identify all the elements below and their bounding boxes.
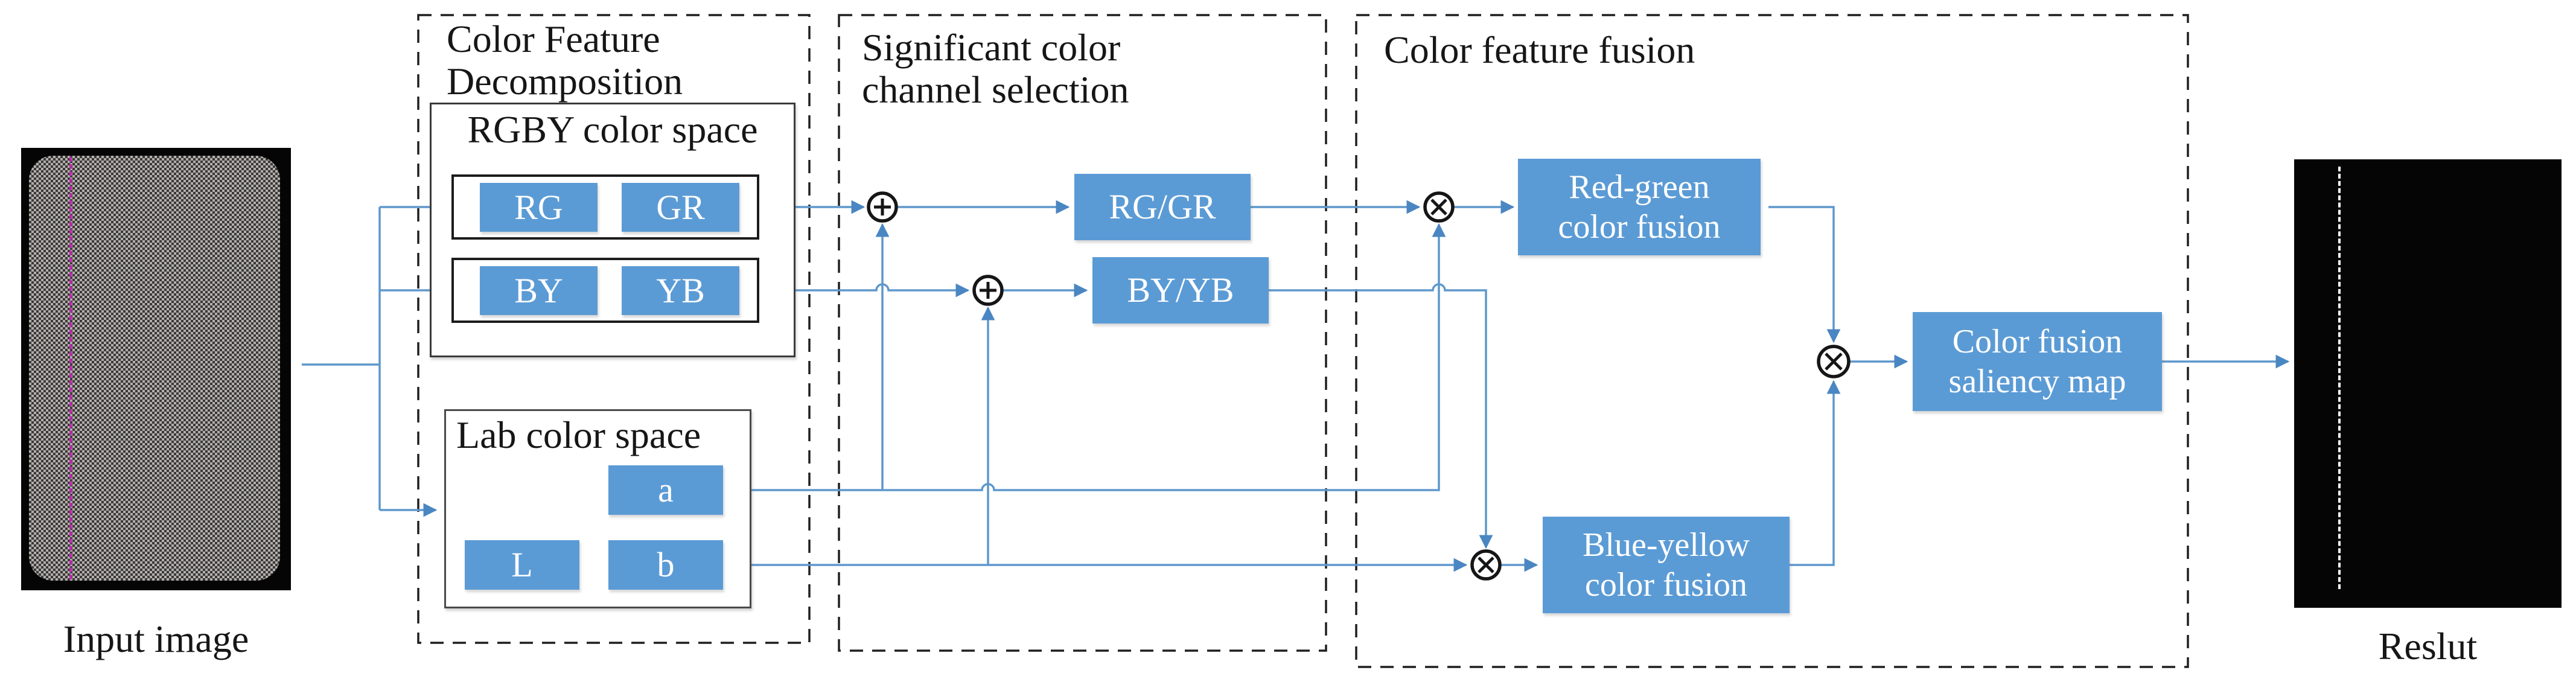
channel-box-b-label: b	[657, 545, 675, 584]
circled-times-icon-blueyellow	[1470, 549, 1502, 581]
magenta-defect-line	[69, 157, 72, 579]
blue-yellow-fusion-line1: Blue-yellow	[1583, 526, 1750, 564]
blue-yellow-fusion-line2: color fusion	[1584, 566, 1748, 604]
channel-box-by: BY	[480, 266, 598, 315]
decomposition-stage-border	[417, 14, 811, 644]
selection-title-line1: Significant color	[862, 26, 1121, 69]
circled-times-icon-final	[1817, 345, 1851, 378]
fusion-stage-border	[1355, 14, 2189, 668]
channel-box-rg-label: RG	[514, 187, 563, 227]
selected-channel-rggr-label: RG/GR	[1109, 187, 1216, 226]
input-image-texture	[29, 156, 280, 581]
channel-box-a-label: a	[658, 470, 674, 509]
selection-title-line2: channel selection	[862, 68, 1129, 111]
channel-box-gr-label: GR	[656, 187, 705, 227]
saliency-map-line1: Color fusion	[1952, 323, 2123, 360]
selected-channel-byyb-label: BY/YB	[1127, 270, 1234, 310]
decomposition-title-line1: Color Feature	[447, 18, 660, 60]
wire-redgreen-to-final-product	[1768, 206, 1841, 343]
channel-box-yb-label: YB	[656, 270, 705, 310]
selected-channel-box-byyb: BY/YB	[1092, 257, 1269, 324]
channel-box-a: a	[608, 465, 723, 515]
wire-a-channel	[723, 223, 1446, 491]
wire-byyb-to-product	[1269, 283, 1493, 549]
result-image-caption: Reslut	[2378, 625, 2478, 668]
blue-yellow-fusion-box: Blue-yellow color fusion	[1543, 517, 1790, 613]
fusion-stage-title: Color feature fusion	[1384, 28, 1695, 71]
channel-box-rg: RG	[480, 183, 598, 232]
red-green-fusion-line2: color fusion	[1558, 208, 1721, 246]
input-image-caption: Input image	[63, 617, 249, 660]
channel-box-l-label: L	[511, 545, 533, 584]
channel-box-by-label: BY	[514, 270, 563, 310]
saliency-map-box: Color fusion saliency map	[1913, 312, 2162, 411]
input-image-figure	[21, 148, 291, 590]
decomposition-title-line2: Decomposition	[447, 60, 683, 103]
saliency-map-line2: saliency map	[1948, 363, 2126, 400]
selected-channel-box-rggr: RG/GR	[1074, 174, 1251, 240]
wire-blueyellow-to-final-product	[1790, 380, 1841, 566]
rgby-panel-title: RGBY color space	[467, 108, 758, 151]
selection-stage-title: Significant color channel selection	[862, 27, 1129, 111]
circled-plus-icon-by	[972, 275, 1004, 306]
red-green-fusion-box: Red-green color fusion	[1518, 159, 1761, 255]
selection-stage-border	[838, 14, 1327, 652]
red-green-fusion-line1: Red-green	[1569, 168, 1710, 206]
channel-box-yb: YB	[622, 266, 739, 315]
channel-box-l: L	[465, 540, 579, 590]
result-image-figure	[2294, 159, 2562, 608]
circled-times-icon-redgreen	[1423, 191, 1455, 223]
decomposition-stage-title: Color Feature Decomposition	[447, 18, 683, 103]
lab-panel-title: Lab color space	[456, 413, 701, 456]
circled-plus-icon-rg	[867, 191, 898, 223]
channel-box-b: b	[608, 540, 723, 590]
result-saliency-line	[2338, 167, 2341, 589]
channel-box-gr: GR	[622, 183, 739, 232]
